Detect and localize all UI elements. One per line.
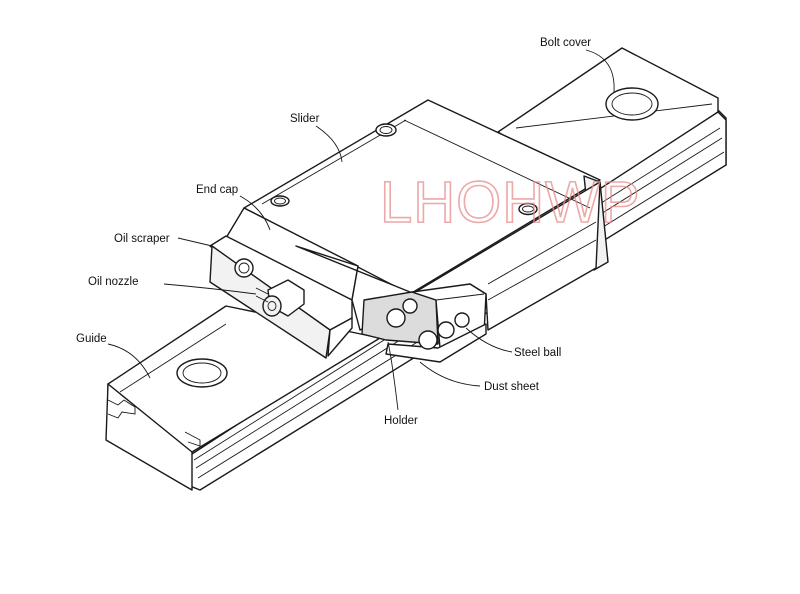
oil-nozzle: [255, 279, 305, 317]
steel-ball-3: [418, 330, 438, 350]
steel-ball-1: [386, 308, 406, 328]
label-oil-scraper: Oil scraper: [114, 233, 170, 245]
watermark: LHOHWP: [380, 170, 641, 235]
label-dust-sheet: Dust sheet: [484, 381, 540, 393]
steel-ball-5: [454, 312, 470, 328]
label-slider: Slider: [290, 113, 320, 125]
oil-scraper-screw: [234, 258, 254, 278]
label-bolt-cover: Bolt cover: [540, 37, 591, 49]
label-guide: Guide: [76, 333, 107, 345]
slider-hole-3: [518, 202, 538, 216]
steel-ball-2: [402, 298, 418, 314]
label-end-cap: End cap: [196, 184, 238, 196]
label-oil-nozzle: Oil nozzle: [88, 276, 139, 288]
steel-ball-4: [437, 321, 455, 339]
slider-hole-1: [375, 123, 397, 137]
slider-hole-2: [270, 195, 290, 207]
label-steel-ball: Steel ball: [514, 347, 561, 359]
dust-sheet-plate: [385, 323, 487, 363]
bolt-cover-left: [176, 358, 228, 388]
label-holder: Holder: [384, 415, 418, 427]
